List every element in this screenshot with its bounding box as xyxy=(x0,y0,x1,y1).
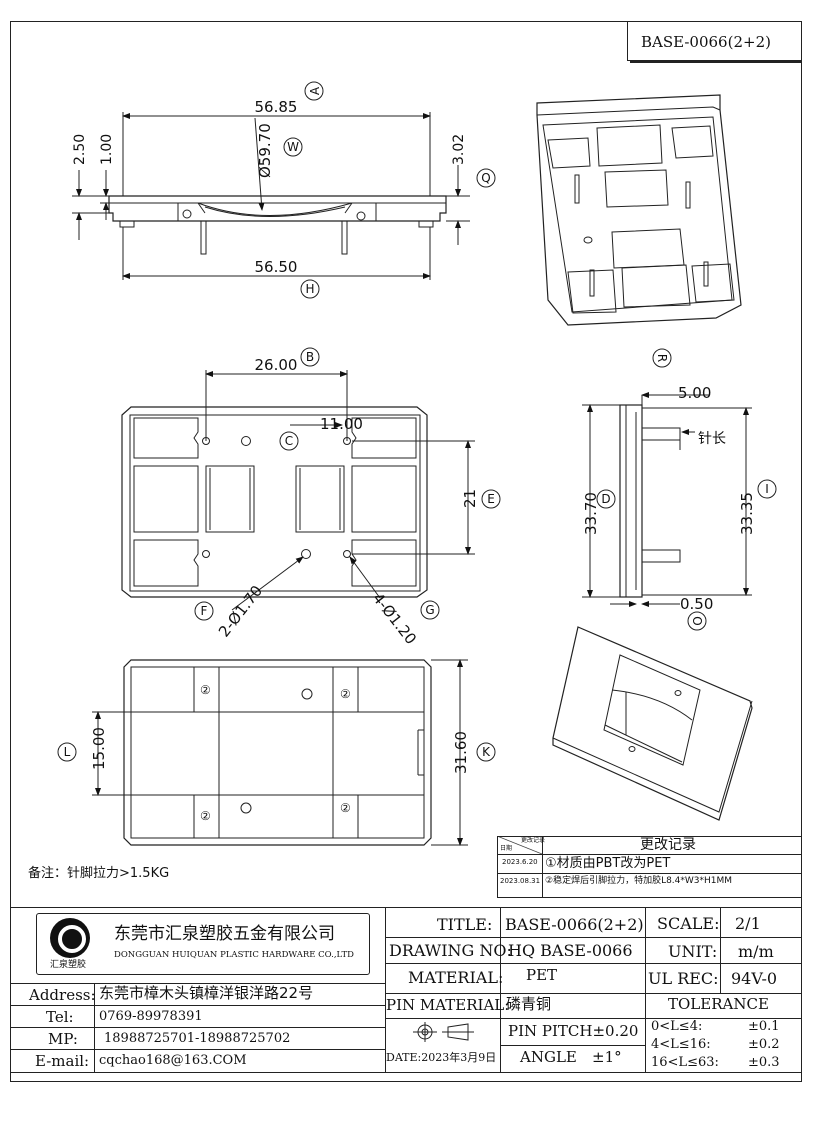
balloon-W: W xyxy=(287,140,299,154)
company-name-cn: 东莞市汇泉塑胶五金有限公司 xyxy=(114,924,335,944)
scale-label: SCALE: xyxy=(657,914,720,933)
title-value: BASE-0066(2+2) xyxy=(505,915,644,934)
balloon-E: E xyxy=(487,492,495,506)
pin-pull-note: 备注：针脚拉力>1.5KG xyxy=(28,866,170,881)
bottom-view xyxy=(92,659,468,846)
balloon-H: H xyxy=(305,282,314,296)
dim-21: 21 xyxy=(461,489,479,508)
pin-material-value: 磷青铜 xyxy=(506,995,552,1013)
angle-label: ANGLE xyxy=(520,1048,577,1066)
tol-range-2: 4<L≤16: xyxy=(651,1037,711,1052)
scale-value: 2/1 xyxy=(735,914,761,933)
balloon-A: A xyxy=(308,86,322,95)
ul-label: UL REC: xyxy=(648,969,719,988)
mp-value: 18988725701-18988725702 xyxy=(104,1031,291,1046)
unit-value: m/m xyxy=(738,942,774,961)
drawing-sheet-border xyxy=(10,21,802,1082)
tolerance-header: TOLERANCE xyxy=(668,995,769,1013)
third-angle-projection-icon xyxy=(413,1022,474,1042)
ul-value: 94V-0 xyxy=(731,969,778,988)
dim-5-00: 5.00 xyxy=(678,384,711,402)
tol-val-2: ±0.2 xyxy=(748,1037,780,1052)
dim-right-3-02: 3.02 xyxy=(451,134,467,165)
address-value: 东莞市樟木头镇樟洋银洋路22号 xyxy=(99,984,314,1002)
dim-26-00: 26.00 xyxy=(255,356,298,374)
top-view xyxy=(121,370,475,611)
company-logo-inner xyxy=(58,925,86,953)
balloon-O: O xyxy=(690,616,704,625)
tel-label: Tel: xyxy=(46,1008,74,1026)
tel-value: 0769-89978391 xyxy=(99,1009,203,1024)
dim-33-70: 33.70 xyxy=(582,492,600,535)
callout-2-b: ② xyxy=(340,687,351,701)
revision-corner-top: 更改记录 xyxy=(521,837,546,844)
pin-pitch: PIN PITCH±0.20 xyxy=(508,1022,639,1040)
balloon-C: C xyxy=(285,434,293,448)
revision-row-1-text: ①材质由PBT改为PET xyxy=(545,856,671,871)
dim-left-2-50: 2.50 xyxy=(72,134,88,165)
drawing-date: DATE:2023年3月9日 xyxy=(386,1051,497,1064)
balloon-F: F xyxy=(201,604,208,618)
balloon-R: R xyxy=(655,354,669,362)
revision-corner-diagonal xyxy=(497,836,542,854)
unit-label: UNIT: xyxy=(668,942,718,961)
dim-0-50: 0.50 xyxy=(680,595,713,613)
revision-block xyxy=(497,836,802,898)
tol-range-1: 0<L≤4: xyxy=(651,1019,703,1034)
isometric-view-top xyxy=(536,94,742,326)
dim-11-00: 11.00 xyxy=(320,415,363,433)
callout-2-a: ② xyxy=(200,683,211,697)
company-logo-caption: 汇泉塑胶 xyxy=(50,960,87,970)
title-label: TITLE: xyxy=(437,915,493,934)
revision-row-2-date: 2023.08.31 xyxy=(500,877,541,885)
balloon-K: K xyxy=(482,745,491,759)
balloon-Q: Q xyxy=(481,171,490,185)
dim-33-35: 33.35 xyxy=(738,492,756,535)
balloon-L: L xyxy=(64,745,71,759)
dim-31-60: 31.60 xyxy=(452,731,470,774)
dim-arc-diameter: Ø59.70 xyxy=(256,123,274,178)
material-value: PET xyxy=(526,966,558,984)
tol-val-1: ±0.1 xyxy=(748,1019,780,1034)
side-view xyxy=(582,392,752,607)
tol-val-3: ±0.3 xyxy=(748,1055,780,1070)
email-value: cqchao168@163.COM xyxy=(99,1053,247,1068)
balloon-I: I xyxy=(765,482,769,496)
company-name-en: DONGGUAN HUIQUAN PLASTIC HARDWARE CO.,LT… xyxy=(114,950,354,960)
balloon-B: B xyxy=(306,350,314,364)
revision-row-1-date: 2023.6.20 xyxy=(502,858,538,866)
dim-front-bottom: 56.50 xyxy=(255,258,298,276)
drawing-id: BASE-0066(2+2) xyxy=(641,33,771,51)
angle-value: ±1° xyxy=(592,1048,622,1066)
revision-corner-bottom: 日期 xyxy=(500,845,513,852)
reference-balloons xyxy=(57,81,777,762)
address-label: Address: xyxy=(29,986,96,1004)
balloon-D: D xyxy=(601,492,610,506)
balloon-G: G xyxy=(425,603,434,617)
callout-2-d: ② xyxy=(340,801,351,815)
dim-15-00: 15.00 xyxy=(90,727,108,770)
pin-length-label: 针长 xyxy=(698,431,726,447)
tol-range-3: 16<L≤63: xyxy=(651,1055,719,1070)
isometric-view-bottom xyxy=(552,626,753,821)
drawing-no-value: HQ BASE-0066 xyxy=(508,941,633,960)
pin-material-label: PIN MATERIAL: xyxy=(386,996,510,1014)
callout-2-c: ② xyxy=(200,809,211,823)
revision-row-2-text: ②稳定焊后引脚拉力，特加胶L8.4*W3*H1MM xyxy=(545,876,733,886)
balloon-letters: A W Q H B C E F G R D I O L K xyxy=(64,86,769,759)
drawing-id-box-shadow xyxy=(630,60,802,63)
mp-label: MP: xyxy=(48,1030,78,1048)
title-block xyxy=(10,907,802,1073)
front-view xyxy=(72,112,470,280)
email-label: E-mail: xyxy=(35,1052,90,1070)
dim-left-1-00: 1.00 xyxy=(99,134,115,165)
dim-4-hole: 4-Ø1.20 xyxy=(369,589,420,647)
drawing-no-label: DRAWING NO: xyxy=(389,941,512,960)
revision-title: 更改记录 xyxy=(640,837,696,853)
company-box xyxy=(36,913,370,975)
material-label: MATERIAL: xyxy=(408,968,504,987)
dim-front-top: 56.85 xyxy=(255,98,298,116)
